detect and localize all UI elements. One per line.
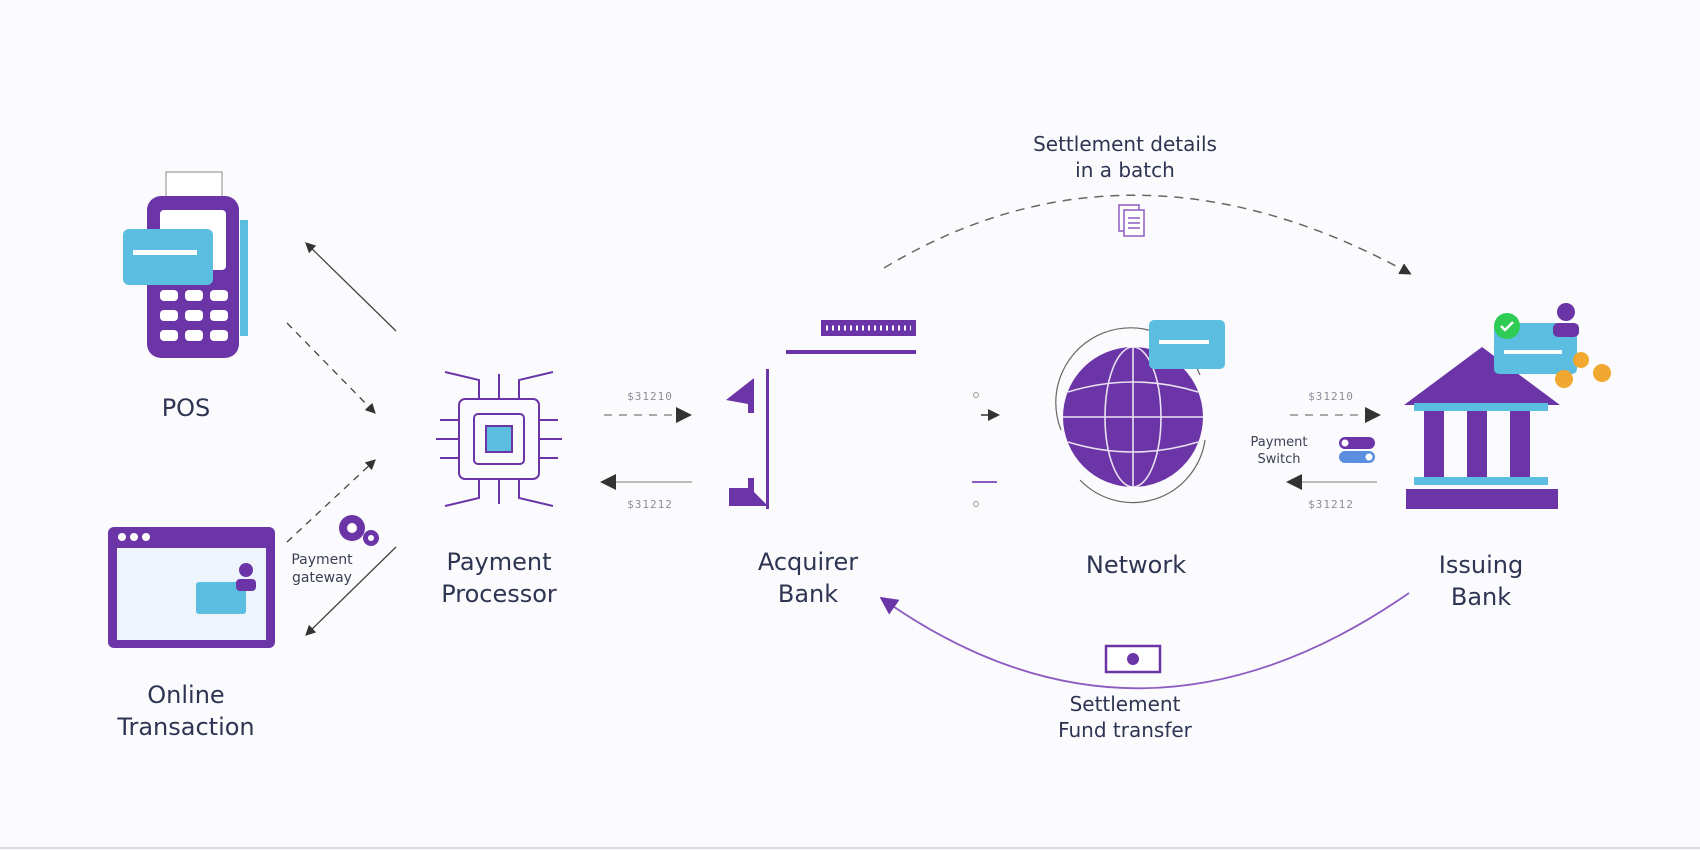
- online-label-2: Transaction: [116, 713, 254, 741]
- browser-window-icon: [108, 527, 275, 648]
- processor-label-1: Payment: [446, 548, 551, 576]
- pos-terminal-icon: [123, 171, 248, 358]
- processor-label-2: Processor: [441, 580, 557, 608]
- gateway-label-1: Payment: [291, 552, 353, 568]
- network-label: Network: [1086, 551, 1186, 579]
- cash-icon: [1104, 644, 1162, 674]
- amount-in-2: $31212: [1308, 498, 1354, 511]
- amount-out-1: $31210: [627, 390, 673, 403]
- payment-switch-icon: [1339, 437, 1375, 463]
- issuer-label-2: Bank: [1451, 583, 1511, 611]
- acquirer-bank-icon: [726, 320, 916, 509]
- pos-label: POS: [162, 394, 211, 422]
- settlement-fund-label-1: Settlement: [1070, 692, 1181, 716]
- switch-label-2: Switch: [1258, 452, 1301, 467]
- settlement-batch-arrow: [883, 194, 1412, 275]
- settlement-fund-arrow: [879, 592, 1410, 690]
- amount-in-1: $31212: [627, 498, 673, 511]
- processor-chip-icon: [436, 371, 562, 507]
- acquirer-label-1: Acquirer: [758, 548, 858, 576]
- settlement-fund-label-2: Fund transfer: [1058, 718, 1193, 742]
- settlement-batch-label-1: Settlement details: [1033, 132, 1217, 156]
- switch-label-1: Payment: [1251, 435, 1308, 450]
- gateway-label-2: gateway: [292, 570, 352, 586]
- online-label-1: Online: [147, 681, 224, 709]
- acquirer-label-2: Bank: [778, 580, 838, 608]
- issuer-label-1: Issuing: [1439, 551, 1523, 579]
- gears-icon: [339, 515, 379, 546]
- settlement-batch-label-2: in a batch: [1075, 158, 1175, 182]
- issuing-bank-icon: [1404, 303, 1611, 509]
- dot-marker: [973, 501, 979, 507]
- document-batch-icon: [1118, 204, 1145, 237]
- dot-marker: [973, 392, 979, 398]
- left-flow-arrows: [286, 242, 397, 636]
- amount-out-2: $31210: [1308, 390, 1354, 403]
- network-globe-icon: [1055, 320, 1225, 504]
